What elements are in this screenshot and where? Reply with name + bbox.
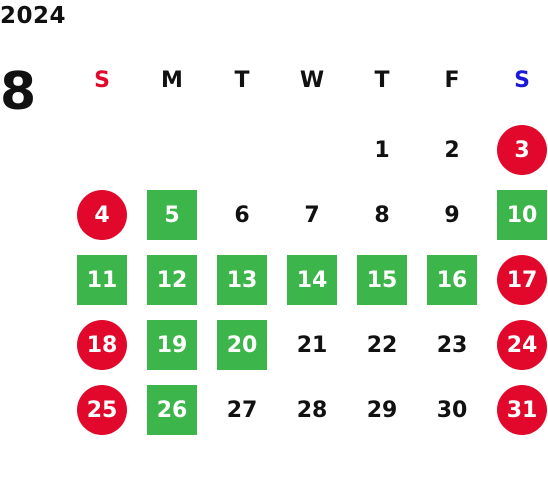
day-cell-30: 30	[436, 397, 468, 423]
day-cell-28: 28	[296, 397, 328, 423]
day-cell-10: 10	[497, 190, 547, 240]
day-cell-9: 9	[444, 202, 460, 228]
day-cell-21: 21	[296, 332, 328, 358]
day-cell-7: 7	[304, 202, 320, 228]
day-cell-17: 17	[497, 255, 547, 305]
weekday-header-fri: F	[444, 67, 460, 93]
day-cell-15: 15	[357, 255, 407, 305]
day-cell-18: 18	[77, 320, 127, 370]
day-cell-23: 23	[436, 332, 468, 358]
weekday-header-sat: S	[514, 67, 530, 93]
day-cell-31: 31	[497, 385, 547, 435]
day-cell-26: 26	[147, 385, 197, 435]
weekday-header-sun: S	[94, 67, 110, 93]
day-cell-5: 5	[147, 190, 197, 240]
weekday-header-tue: T	[234, 67, 250, 93]
day-cell-27: 27	[226, 397, 258, 423]
weekday-header-wed: W	[299, 67, 325, 93]
day-cell-14: 14	[287, 255, 337, 305]
weekday-header-thu: T	[374, 67, 390, 93]
day-cell-24: 24	[497, 320, 547, 370]
day-cell-12: 12	[147, 255, 197, 305]
day-cell-16: 16	[427, 255, 477, 305]
day-cell-4: 4	[77, 190, 127, 240]
day-cell-1: 1	[374, 137, 390, 163]
day-cell-22: 22	[366, 332, 398, 358]
day-cell-2: 2	[444, 137, 460, 163]
day-cell-8: 8	[374, 202, 390, 228]
day-cell-25: 25	[77, 385, 127, 435]
weekday-header-mon: M	[161, 67, 183, 93]
month-number: 8	[0, 62, 37, 122]
day-cell-13: 13	[217, 255, 267, 305]
day-cell-20: 20	[217, 320, 267, 370]
day-cell-3: 3	[497, 125, 547, 175]
year-label: 2024	[0, 3, 67, 29]
day-cell-6: 6	[234, 202, 250, 228]
day-cell-29: 29	[366, 397, 398, 423]
day-cell-11: 11	[77, 255, 127, 305]
day-cell-19: 19	[147, 320, 197, 370]
